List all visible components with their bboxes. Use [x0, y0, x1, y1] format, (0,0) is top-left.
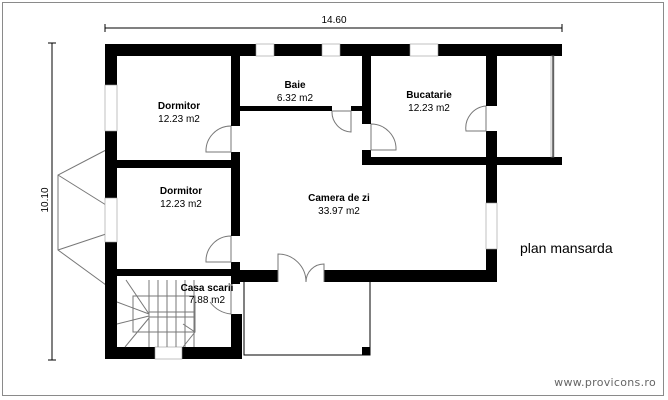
window-baie-1 [255, 43, 275, 57]
door-casa-scarii [209, 284, 232, 315]
room-casa-scarii: Casa scarii 7.88 m2 [181, 283, 234, 306]
terrace-outline [243, 282, 371, 356]
door-baie [331, 110, 352, 133]
room-bucatarie: Bucatarie 12.23 m2 [406, 90, 452, 114]
plan-title: plan mansarda [520, 240, 613, 256]
room-name: Camera de zi [308, 193, 370, 204]
room-baie: Baie 6.32 m2 [277, 80, 314, 104]
room-area: 12.23 m2 [408, 103, 450, 114]
dimension-width: 14.60 [104, 15, 563, 32]
room-name: Casa scarii [181, 283, 234, 294]
room-name: Dormitor [158, 101, 200, 112]
door-dormitor-2 [205, 235, 232, 263]
room-name: Bucatarie [406, 90, 452, 101]
bay-window-outline [57, 149, 107, 286]
room-area: 33.97 m2 [318, 206, 360, 217]
window-dormitor-1 [104, 84, 118, 132]
door-bucatarie [370, 123, 397, 151]
room-name: Dormitor [160, 186, 202, 197]
room-area: 12.23 m2 [160, 199, 202, 210]
door-dormitor-1 [205, 125, 232, 153]
window-baie-2 [321, 43, 341, 57]
width-dimension-label: 14.60 [321, 15, 346, 26]
window-casa-scarii [154, 346, 183, 360]
door-terasa-left [277, 253, 307, 283]
window-camera-de-zi [485, 202, 498, 250]
staircase [116, 279, 196, 348]
room-area: 12.23 m2 [158, 114, 200, 125]
room-name: Baie [284, 80, 306, 91]
room-area: 6.32 m2 [277, 93, 314, 104]
dimension-height: 10.10 [40, 42, 56, 361]
windows [104, 43, 555, 360]
room-dormitor-2: Dormitor 12.23 m2 [160, 186, 202, 210]
watermark: www.provicons.ro [554, 376, 656, 389]
window-dormitor-2 [104, 197, 118, 243]
room-area: 7.88 m2 [189, 295, 226, 306]
height-dimension-label: 10.10 [40, 187, 51, 212]
window-bucatarie [409, 43, 439, 57]
room-dormitor-1: Dormitor 12.23 m2 [158, 101, 200, 125]
door-terasa-right [305, 263, 325, 283]
door-balcon [465, 105, 487, 132]
doors [205, 105, 487, 315]
room-camera-de-zi: Camera de zi 33.97 m2 [308, 193, 370, 217]
